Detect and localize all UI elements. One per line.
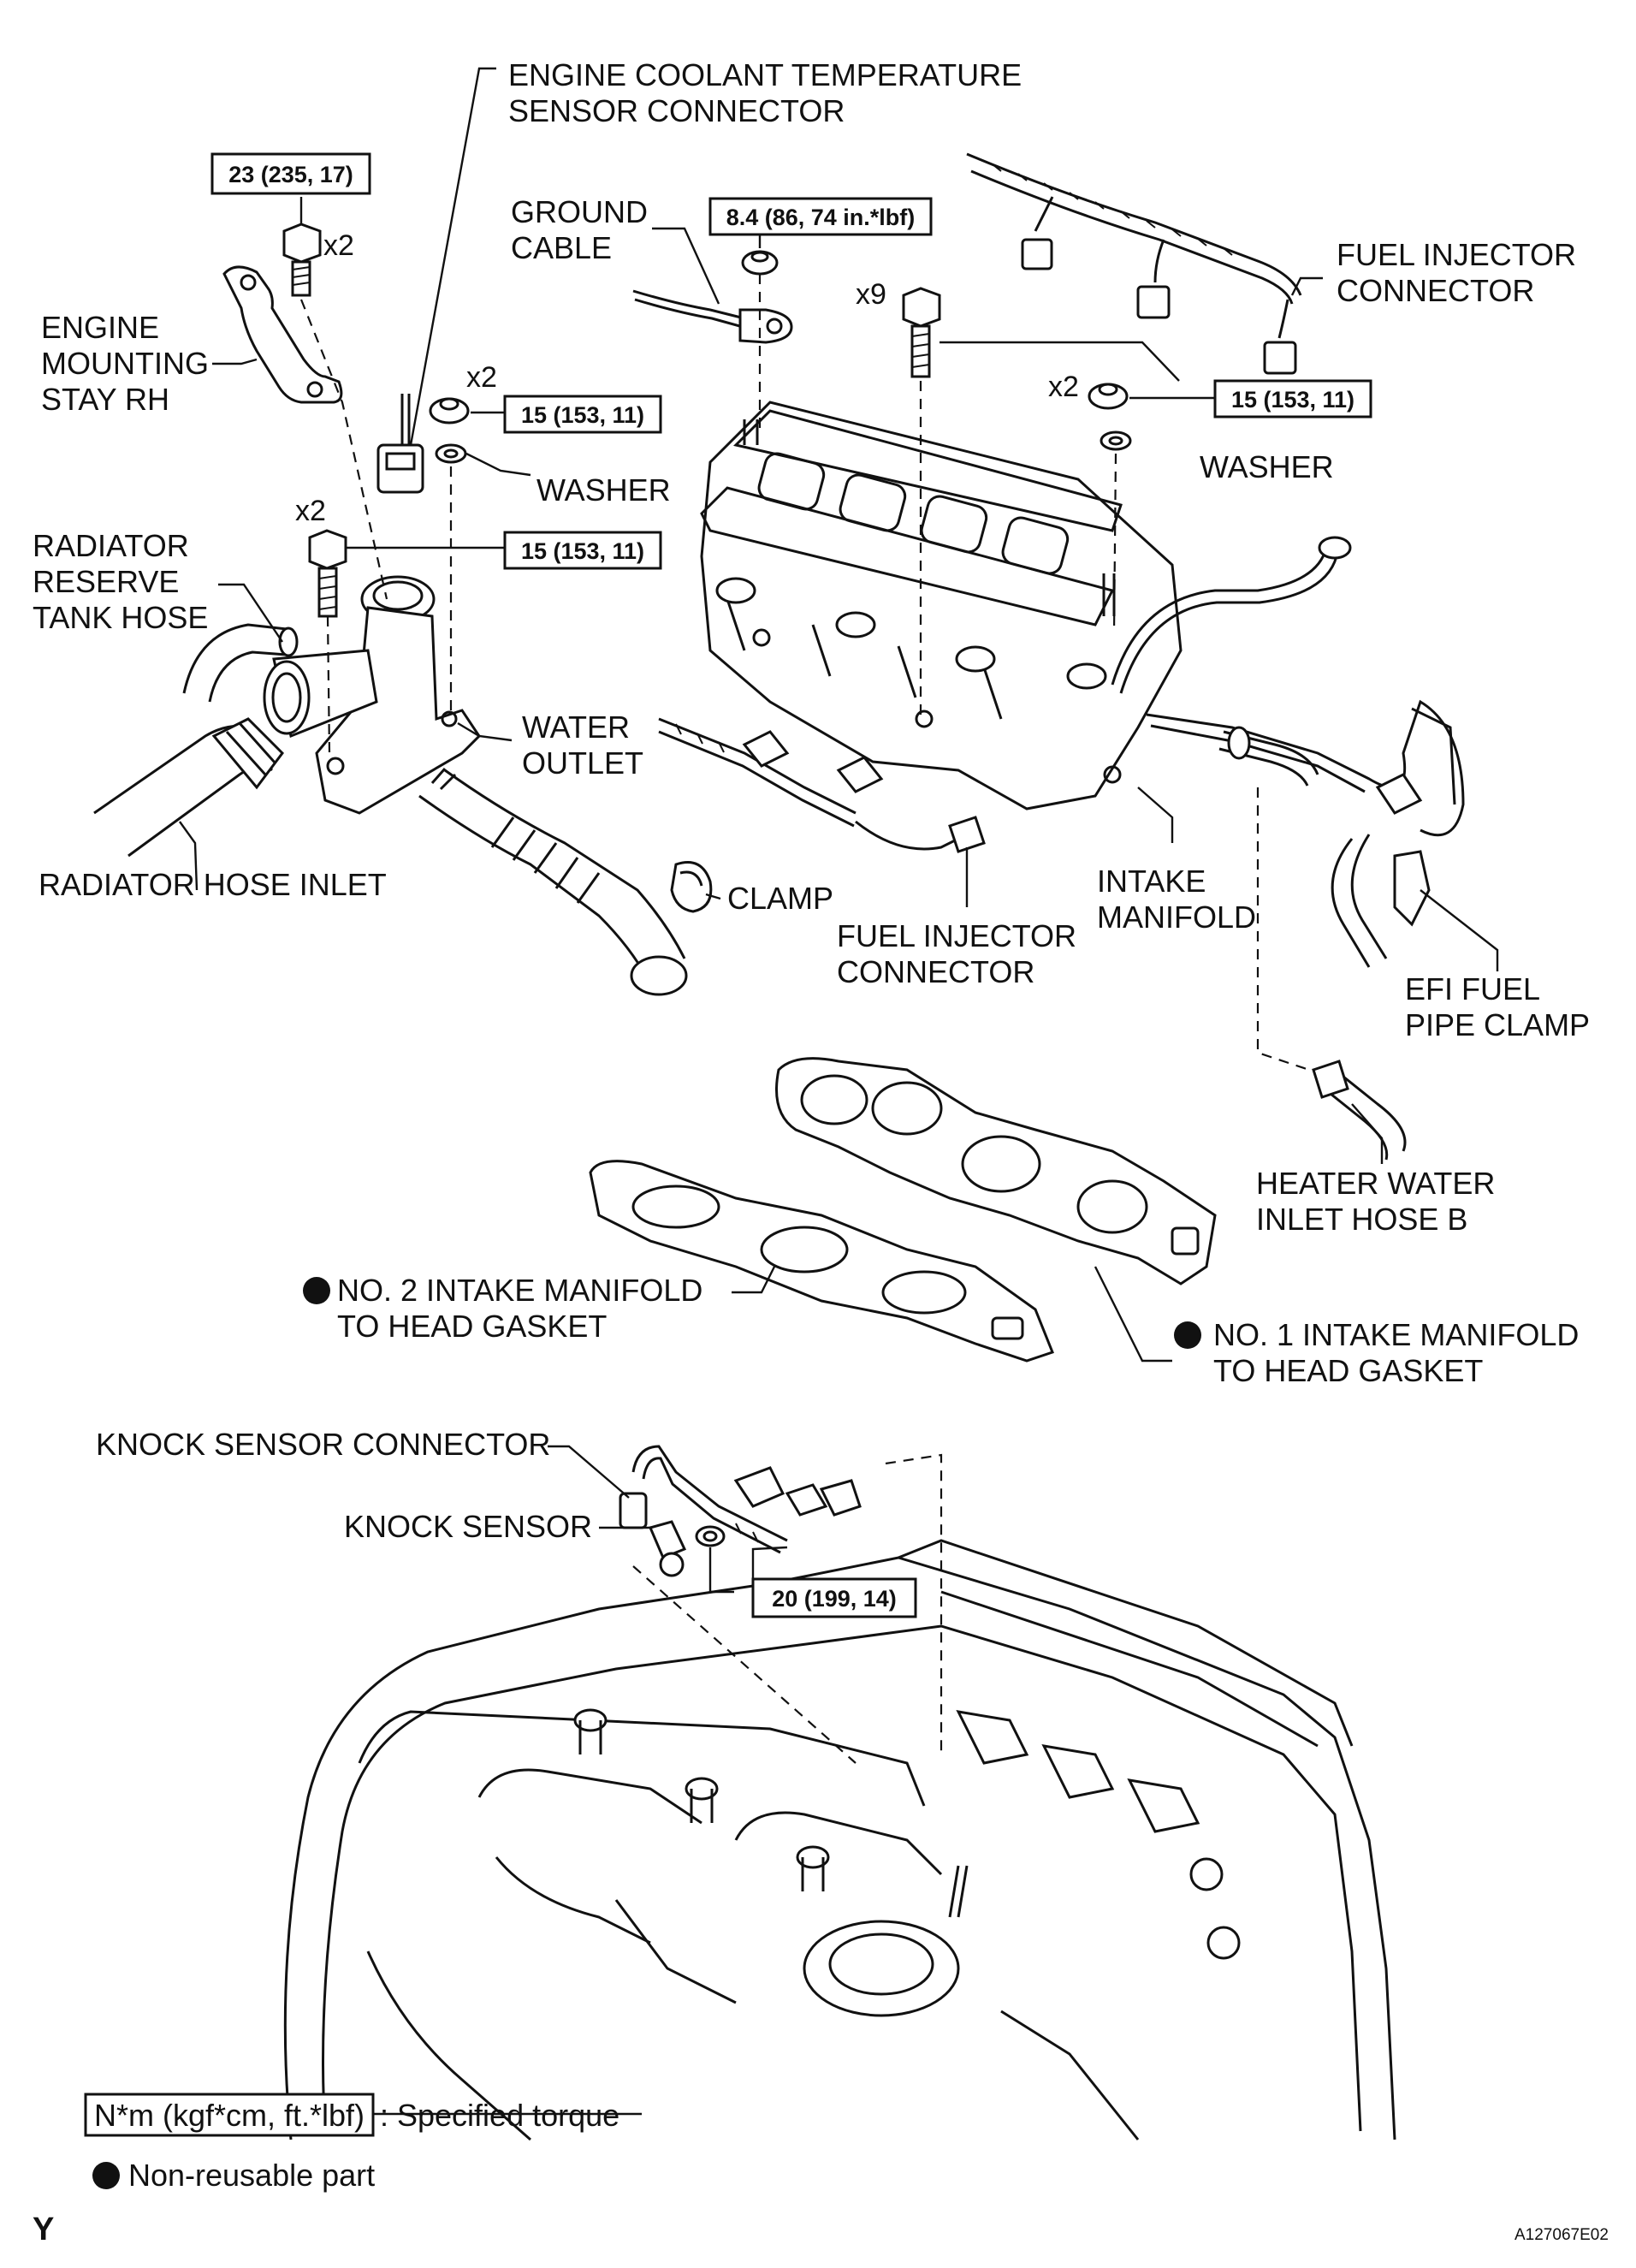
torque-box-manifold: 15 (153, 11) (1213, 379, 1372, 419)
fuel-injector-connector-mid-label-line2: CONNECTOR (837, 954, 1034, 989)
assembly-guide-lines (299, 274, 1310, 1764)
knock-sensor-connector-label: KNOCK SENSOR CONNECTOR (96, 1427, 550, 1462)
torque-box-outlet-bolt: 15 (153, 11) (503, 531, 662, 570)
clamp-label: CLAMP (727, 881, 833, 916)
radiator-reserve-tank-hose-label-line3: TANK HOSE (33, 600, 208, 635)
fuel-injector-harness-mid-drawing (658, 717, 986, 853)
ground-cable-label-line1: GROUND (511, 194, 648, 229)
manifold-nut-drawing (1088, 383, 1129, 410)
gasket-no2-label-line2: TO HEAD GASKET (337, 1309, 607, 1344)
leader-lines (179, 67, 1499, 2116)
gasket-no1-label-line1: NO. 1 INTAKE MANIFOLD (1213, 1317, 1579, 1352)
washer-left-drawing (435, 443, 467, 464)
torque-outlet-bolt-value: 15 (153, 11) (521, 538, 644, 564)
knock-sensor-nut-drawing (695, 1525, 726, 1547)
ground-nut-drawing (741, 250, 779, 276)
water-outlet-hose-drawing (418, 768, 688, 996)
gasket-no2-label-line1: NO. 2 INTAKE MANIFOLD (337, 1273, 702, 1308)
engine-mounting-stay-label-line3: STAY RH (41, 382, 169, 417)
legend: N*m (kgf*cm, ft.*lbf) : Specified torque… (84, 2093, 619, 2193)
figure-code: A127067E02 (1514, 2226, 1609, 2244)
ground-cable-drawing (632, 289, 793, 344)
outlet-nut-drawing (429, 397, 470, 425)
legend-torque-box-text: N*m (kgf*cm, ft.*lbf) (94, 2098, 365, 2133)
radiator-hose-inlet-label: RADIATOR HOSE INLET (39, 867, 387, 902)
fuel-injector-harness-top-drawing (966, 152, 1302, 375)
heater-water-hose-b-drawing (1312, 1060, 1407, 1161)
outlet-bolt-drawing (308, 529, 347, 618)
mount-bolt-drawing (282, 223, 322, 297)
radiator-hose-inlet-drawing (93, 717, 284, 858)
torque-box-mount-bolt: 23 (235, 17) (210, 152, 371, 195)
efi-fuel-pipe-clamp-label-line1: EFI FUEL (1405, 971, 1540, 1006)
engine-mounting-stay-drawing (222, 265, 343, 404)
count-outlet-bolt: x2 (295, 495, 326, 527)
heater-hose-upper-drawing (1218, 726, 1319, 787)
heater-water-inlet-hose-label-line2: INLET HOSE B (1256, 1202, 1467, 1237)
ground-cable-label-line2: CABLE (511, 230, 612, 265)
count-mount-bolt: x2 (323, 229, 354, 262)
fuel-injector-connector-mid-label-line1: FUEL INJECTOR (837, 918, 1076, 953)
ect-sensor-connector-label-line2: SENSOR CONNECTOR (508, 93, 845, 128)
engine-mounting-stay-label-line2: MOUNTING (41, 346, 209, 381)
efi-clamp-drawing (1331, 834, 1431, 968)
knock-sensor-drawing (648, 1520, 687, 1577)
washer-right-drawing (1100, 430, 1132, 451)
count-manifold-nut: x2 (1048, 371, 1079, 403)
radiator-reserve-hose-drawing (182, 623, 299, 703)
legend-nonreusable-desc: Non-reusable part (128, 2158, 375, 2193)
engine-mounting-stay-label-line1: ENGINE (41, 310, 159, 345)
knock-sensor-harness-drawing (619, 1445, 862, 1554)
intake-manifold-drawing (700, 401, 1183, 810)
washer-right-label: WASHER (1200, 449, 1334, 484)
legend-torque-box (84, 2093, 375, 2137)
torque-ground-nut-value: 8.4 (86, 74 in.*lbf) (726, 205, 916, 230)
gasket-no1-label-line2: TO HEAD GASKET (1213, 1353, 1483, 1388)
heater-water-inlet-hose-label-line1: HEATER WATER (1256, 1166, 1495, 1201)
efi-fuel-pipe-clamp-label-line2: PIPE CLAMP (1405, 1007, 1590, 1042)
intake-manifold-label-line2: MANIFOLD (1097, 899, 1256, 935)
torque-knock-sensor-value: 20 (199, 14) (772, 1586, 897, 1612)
water-outlet-label-line2: OUTLET (522, 745, 643, 781)
manifold-bolt-drawing (902, 287, 941, 378)
torque-outlet-nut-value: 15 (153, 11) (521, 402, 644, 428)
count-manifold-bolt: x9 (856, 278, 886, 311)
nonreusable-marker-gasket-no1 (1174, 1321, 1201, 1349)
torque-box-knock-sensor: 20 (199, 14) (751, 1577, 917, 1618)
corner-letter: Y (33, 2212, 54, 2247)
water-outlet-label-line1: WATER (522, 709, 630, 745)
knock-sensor-label: KNOCK SENSOR (344, 1509, 592, 1544)
radiator-reserve-tank-hose-label-line2: RESERVE (33, 564, 179, 599)
legend-nonreusable-marker (92, 2162, 120, 2189)
count-outlet-nut: x2 (466, 361, 497, 394)
engine-block-drawing (283, 1539, 1396, 2141)
intake-manifold-label-line1: INTAKE (1097, 864, 1206, 899)
radiator-reserve-tank-hose-label-line1: RADIATOR (33, 528, 189, 563)
torque-manifold-value: 15 (153, 11) (1231, 387, 1354, 413)
nonreusable-marker-gasket-no2 (303, 1277, 330, 1304)
torque-mount-bolt-value: 23 (235, 17) (228, 162, 353, 187)
fuel-injector-connector-top-label-line2: CONNECTOR (1337, 273, 1534, 308)
clamp-drawing (670, 861, 713, 913)
ect-connector-drawing (376, 394, 424, 494)
ect-sensor-connector-label-line1: ENGINE COOLANT TEMPERATURE (508, 57, 1022, 92)
fuel-pipe-drawing (1111, 536, 1465, 837)
gasket-no1-drawing (775, 1057, 1217, 1285)
gasket-no2-drawing (589, 1160, 1054, 1363)
legend-torque-desc: : Specified torque (380, 2098, 619, 2133)
torque-box-outlet-nut: 15 (153, 11) (503, 395, 662, 434)
torque-box-ground-nut: 8.4 (86, 74 in.*lbf) (708, 197, 933, 236)
fuel-injector-connector-top-label-line1: FUEL INJECTOR (1337, 237, 1576, 272)
water-outlet-drawing (263, 575, 481, 815)
washer-left-label: WASHER (536, 472, 671, 508)
